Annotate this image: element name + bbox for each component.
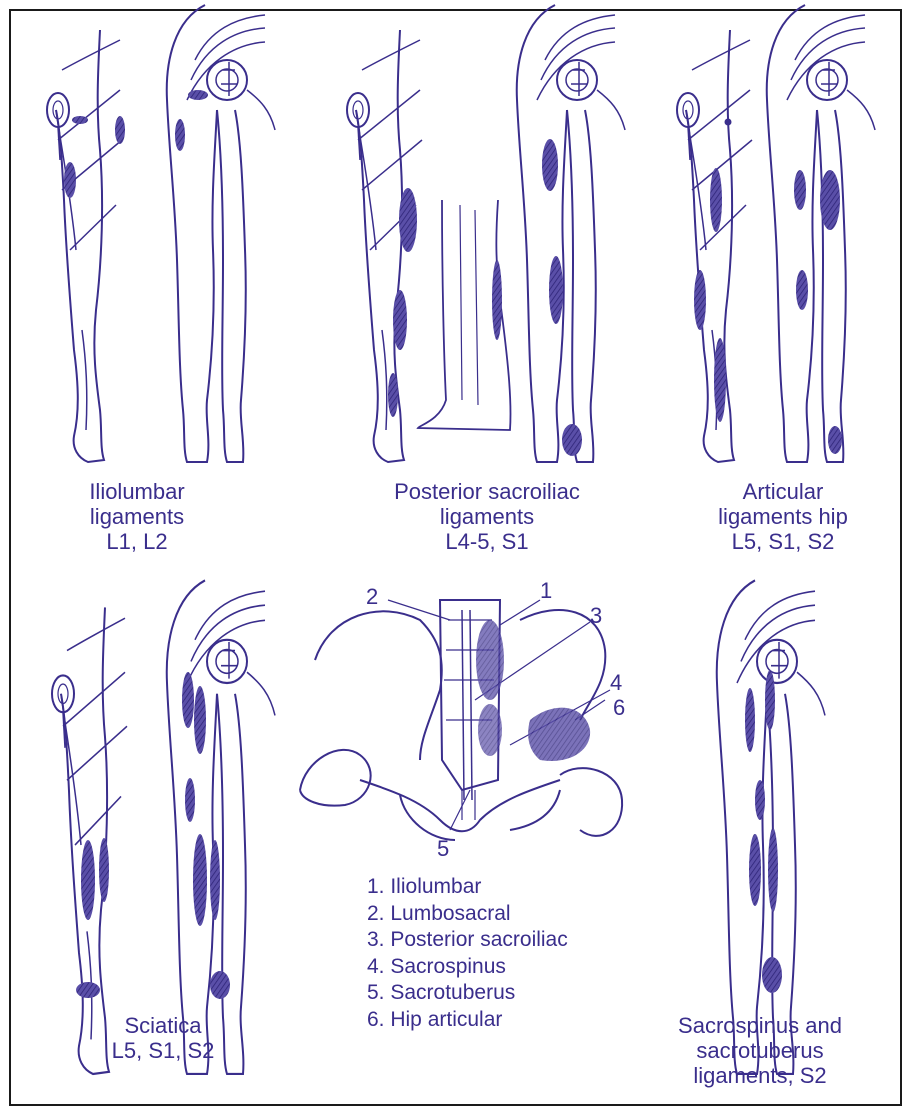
leg-pair-sciatica bbox=[52, 580, 275, 1074]
pelvis-legend: 1. Iliolumbar 2. Lumbosacral 3. Posterio… bbox=[367, 874, 568, 1033]
caption-line: Sciatica bbox=[88, 1013, 238, 1038]
legend-item: 1. Iliolumbar bbox=[367, 874, 568, 901]
caption-posterior-sacroiliac: Posterior sacroiliac ligaments L4-5, S1 bbox=[359, 479, 615, 554]
caption-sciatica: Sciatica L5, S1, S2 bbox=[88, 1013, 238, 1063]
caption-line: Posterior sacroiliac bbox=[359, 479, 615, 504]
legend-item: 3. Posterior sacroiliac bbox=[367, 927, 568, 954]
callout-6: 6 bbox=[613, 697, 625, 719]
caption-line: L5, S1, S2 bbox=[88, 1038, 238, 1063]
caption-articular-hip: Articular ligaments hip L5, S1, S2 bbox=[690, 479, 876, 554]
caption-line: L1, L2 bbox=[63, 529, 211, 554]
leg-sacrospinus-sacrotuberus bbox=[717, 580, 825, 1074]
caption-iliolumbar: Iliolumbar ligaments L1, L2 bbox=[63, 479, 211, 554]
caption-line: sacrotuberus bbox=[652, 1038, 868, 1063]
leg-pair-articular-hip bbox=[677, 5, 875, 462]
callout-1: 1 bbox=[540, 580, 552, 602]
caption-line: L5, S1, S2 bbox=[690, 529, 876, 554]
callout-3: 3 bbox=[590, 605, 602, 627]
legend-item: 2. Lumbosacral bbox=[367, 901, 568, 928]
caption-line: ligaments bbox=[63, 504, 211, 529]
callout-4: 4 bbox=[610, 672, 622, 694]
callout-2: 2 bbox=[366, 586, 378, 608]
caption-line: Sacrospinus and bbox=[652, 1013, 868, 1038]
legend-item: 4. Sacrospinus bbox=[367, 954, 568, 981]
legend-item: 5. Sacrotuberus bbox=[367, 980, 568, 1007]
caption-sacrospinus-sacrotuberus: Sacrospinus and sacrotuberus ligaments, … bbox=[652, 1013, 868, 1088]
caption-line: ligaments hip bbox=[690, 504, 876, 529]
caption-line: Iliolumbar bbox=[63, 479, 211, 504]
caption-line: ligaments, S2 bbox=[652, 1063, 868, 1088]
leg-pair-posterior-sacroiliac bbox=[347, 5, 625, 462]
callout-5: 5 bbox=[437, 838, 449, 860]
caption-line: L4-5, S1 bbox=[359, 529, 615, 554]
legend-item: 6. Hip articular bbox=[367, 1007, 568, 1034]
caption-line: ligaments bbox=[359, 504, 615, 529]
caption-line: Articular bbox=[690, 479, 876, 504]
pelvis-ligament-shading bbox=[476, 620, 590, 761]
leg-pair-iliolumbar bbox=[47, 5, 275, 462]
